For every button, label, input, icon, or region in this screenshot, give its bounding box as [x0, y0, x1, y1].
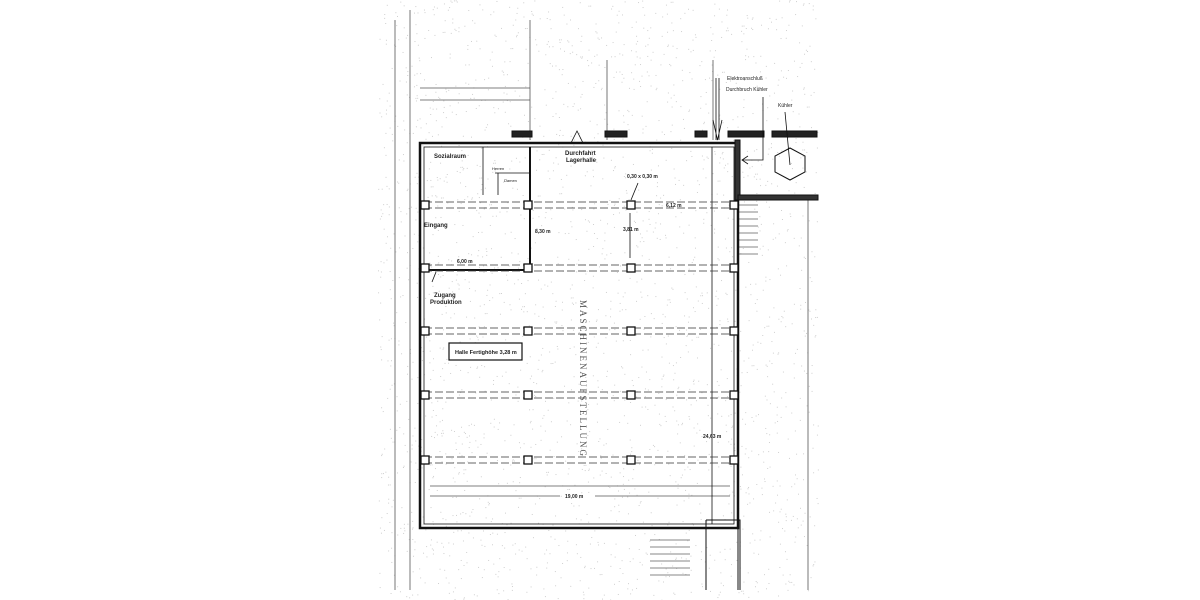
dim-room-depth: 8,30 m [535, 229, 551, 235]
column [626, 200, 636, 210]
dim-bay-depth: 3,81 m [623, 227, 639, 233]
dim-column-size: 0,30 x 0,30 m [627, 174, 658, 180]
dim-hall-length: 24,63 m [703, 434, 722, 440]
column [626, 326, 636, 336]
column [729, 455, 739, 465]
dim-room-width: 6,00 m [457, 259, 473, 265]
column [729, 200, 739, 210]
label-entrance: Eingang [424, 223, 448, 229]
label-restroom-2: Damen [504, 178, 517, 183]
columns [420, 200, 739, 465]
dim-hall-width: 19,00 m [565, 494, 584, 500]
label-restroom-1: Herren [492, 166, 504, 171]
label-hall-height: Halle Fertighöhe 3,28 m [455, 350, 517, 356]
label-social-room: Sozialraum [434, 154, 466, 160]
hall-height-box [448, 342, 523, 361]
label-access-2: Produktion [430, 300, 462, 306]
label-cooler-opening: Durchbruch Kühler [726, 87, 768, 93]
column [420, 263, 430, 273]
column [523, 263, 533, 273]
column [729, 390, 739, 400]
column [729, 326, 739, 336]
column [420, 390, 430, 400]
label-access-1: Zugang [434, 293, 456, 299]
column [523, 200, 533, 210]
column [420, 326, 430, 336]
column [626, 390, 636, 400]
column [420, 200, 430, 210]
label-passage-2: Lagerhalle [566, 158, 597, 164]
arrow-icons [431, 78, 764, 283]
column-axis-lines [424, 201, 734, 464]
column [523, 326, 533, 336]
label-electrical: Elektroanschluß [727, 76, 763, 82]
dim-bay-width: 6,12 m [666, 203, 682, 209]
dimension-lines [394, 10, 809, 590]
column [523, 455, 533, 465]
column [523, 390, 533, 400]
scan-noise [378, 0, 819, 600]
cooler-hexagon-icon [774, 147, 806, 181]
svg-text:MASCHINENAUFSTELLUNG: MASCHINENAUFSTELLUNG [578, 300, 588, 458]
label-cooler: Kühler [778, 103, 793, 109]
column [420, 455, 430, 465]
label-passage-1: Durchfahrt [565, 151, 596, 157]
column [626, 455, 636, 465]
column [729, 263, 739, 273]
column [626, 263, 636, 273]
